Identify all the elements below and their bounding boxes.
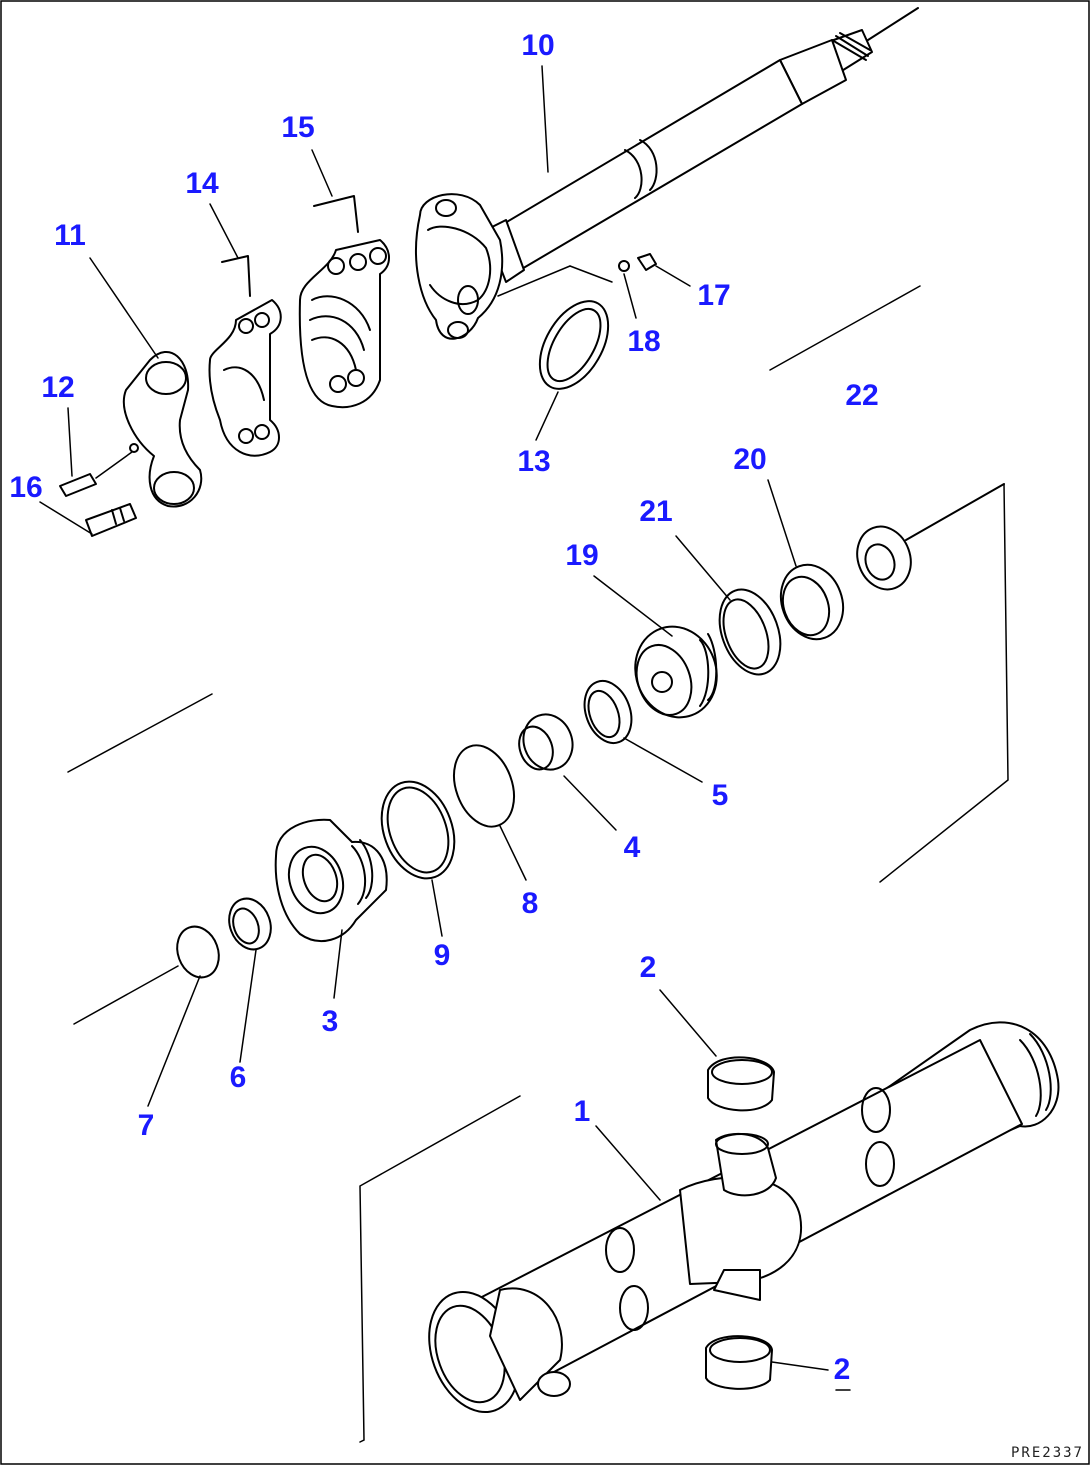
drawing-code: PRE2337 [1010, 1445, 1084, 1461]
bushing-4-part [518, 713, 574, 771]
callout-3: 3 [321, 1005, 339, 1038]
clamp-11-part [122, 350, 203, 508]
callout-7: 7 [137, 1109, 155, 1142]
wiper-7-part [176, 925, 220, 979]
callout-19: 19 [565, 539, 599, 572]
callout-21: 21 [639, 495, 673, 528]
callout-12: 12 [41, 371, 75, 404]
piston-rod-part [414, 7, 919, 340]
plate-14-part [208, 255, 282, 457]
bushing-2-upper [707, 1056, 775, 1112]
seal-13-part [538, 300, 610, 390]
callout-1: 1 [573, 1095, 591, 1128]
callout-17: 17 [697, 279, 731, 312]
leader-lines [39, 65, 851, 1391]
nut-part [856, 483, 1005, 591]
callout-5: 5 [711, 779, 729, 812]
head-3-part [274, 818, 388, 943]
cylinder-tube-part [428, 1021, 1060, 1414]
guide-lines [67, 285, 1009, 1443]
ring-5-part [583, 680, 633, 744]
callout-16: 16 [9, 471, 43, 504]
callout-11: 11 [54, 219, 86, 252]
callout-4: 4 [623, 831, 641, 864]
callout-22: 22 [845, 379, 879, 412]
callout-20: 20 [733, 443, 767, 476]
flange-15-part [298, 195, 390, 409]
callout-10: 10 [521, 29, 555, 62]
callout-15: 15 [281, 111, 315, 144]
fittings-12-16 [59, 451, 137, 537]
ring-20-part [779, 563, 845, 641]
callout-14: 14 [185, 167, 219, 200]
callout-2-upper: 2 [639, 951, 657, 984]
callout-18: 18 [627, 325, 661, 358]
callout-8: 8 [521, 887, 539, 920]
ring-9-part [380, 780, 456, 880]
piston-19-part [634, 625, 718, 719]
small-parts-17-18 [497, 253, 657, 297]
callout-6: 6 [229, 1061, 247, 1094]
bushing-2-lower [705, 1335, 773, 1390]
callout-13: 13 [517, 445, 551, 478]
callout-9: 9 [433, 939, 451, 972]
oring-8-part [453, 744, 515, 828]
ring-21-part [718, 588, 782, 676]
callout-2-lower: 2 [833, 1353, 851, 1386]
seal-6-part [228, 897, 272, 951]
